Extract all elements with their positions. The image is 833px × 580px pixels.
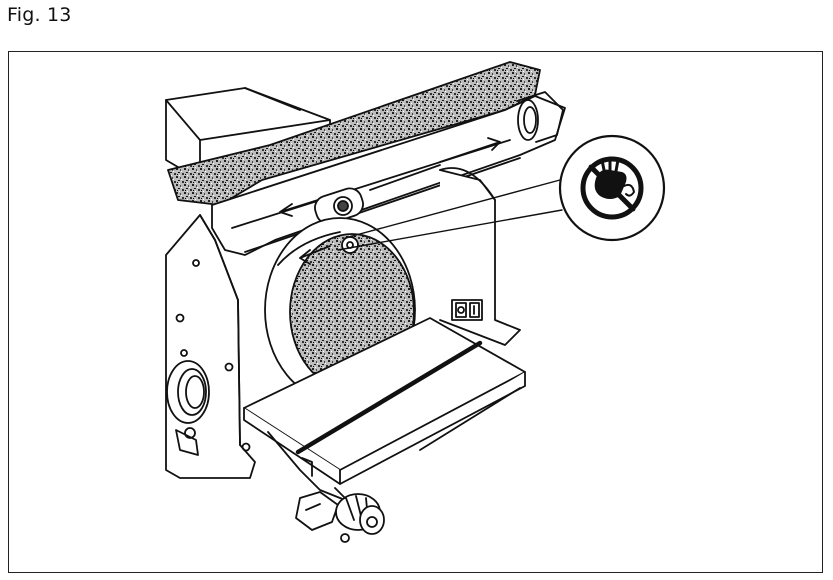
dust-port <box>166 360 210 424</box>
figure-caption: Fig. 13 <box>7 4 72 26</box>
callout-leader <box>337 179 563 251</box>
tilt-lock-knob <box>295 487 385 543</box>
base-housing <box>439 167 521 346</box>
belt-housing <box>211 91 566 256</box>
sanding-table <box>243 317 526 501</box>
no-hands-warning-icon <box>558 134 666 242</box>
figure-frame <box>8 51 823 573</box>
